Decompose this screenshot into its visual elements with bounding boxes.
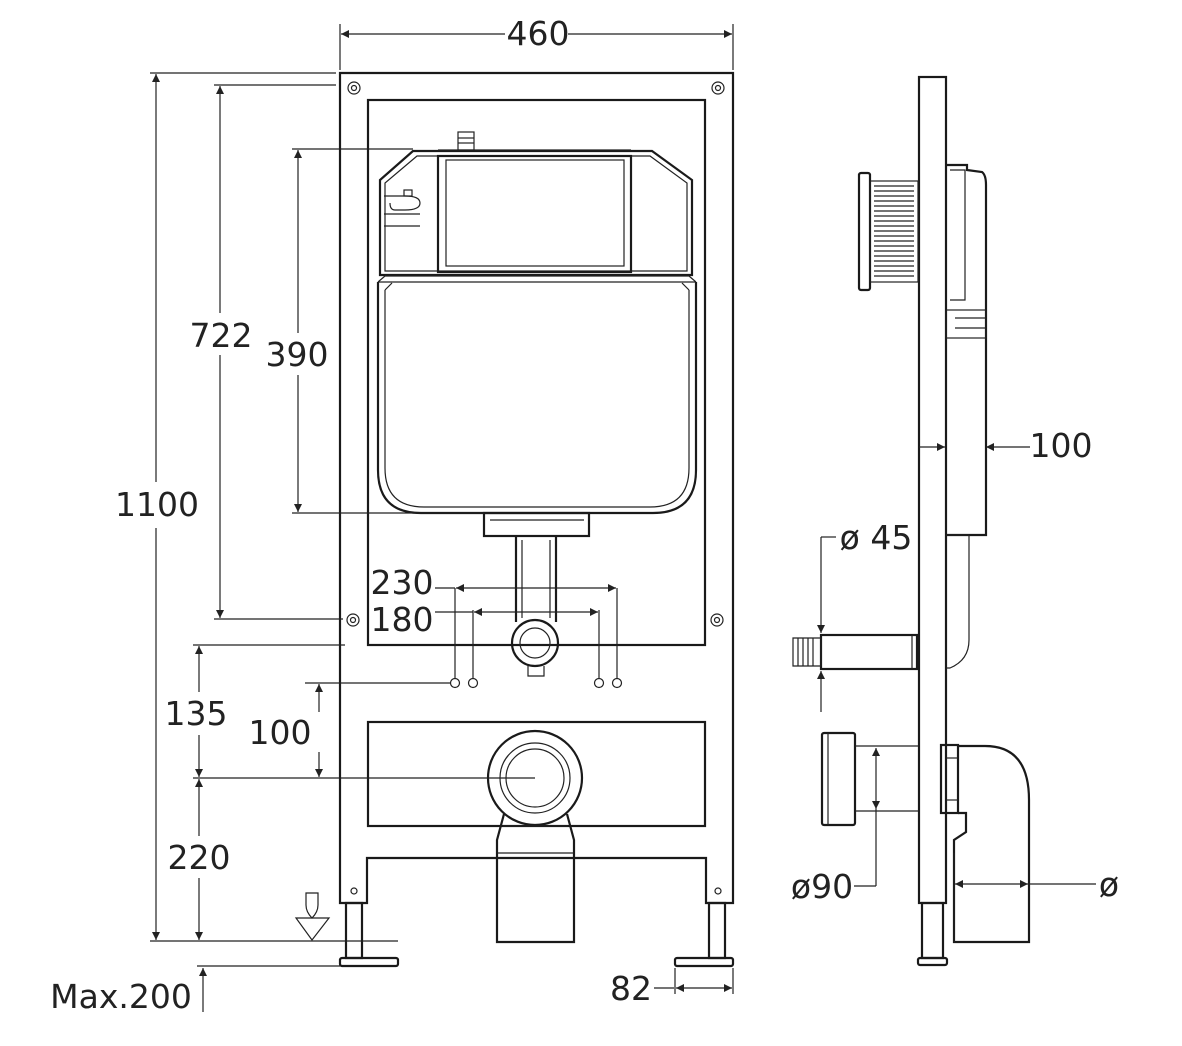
dimension-lines	[150, 24, 734, 1012]
dim-drop-label: 100	[249, 713, 312, 752]
floor-level-icon	[150, 892, 398, 942]
waste-outlet	[486, 729, 584, 944]
dim-flush-diameter-label: ø 45	[840, 518, 913, 557]
dim-outlet-diameter-label: ø90	[791, 867, 853, 906]
waste-pipe-side	[820, 731, 1031, 944]
screw-holes	[346, 81, 725, 895]
cistern	[376, 131, 698, 515]
fixing-holes	[449, 677, 623, 689]
flush-pipe-side	[792, 633, 919, 671]
dim-depth-label: 100	[1030, 426, 1093, 465]
dim-mount-height-label: 722	[190, 316, 253, 355]
dim-foot-label: 82	[610, 969, 652, 1008]
dim-width-label: 460	[507, 14, 570, 53]
dim-max-leg-label: Max.200	[50, 977, 192, 1016]
flush-button	[857, 171, 919, 292]
dim-spacing-outer-label: 230	[371, 563, 434, 602]
dim-outlet-height-label: 220	[168, 838, 231, 877]
legs	[338, 901, 735, 968]
side-dimension-lines	[817, 443, 1096, 888]
dim-overall-height-label: 1100	[115, 485, 199, 524]
flush-pipe	[482, 511, 591, 677]
dim-cistern-height-label: 390	[266, 335, 329, 374]
front-view: 460 1100 722 390 230 180 135 100 220 Max…	[50, 14, 735, 1016]
side-view: 100 ø 45 ø90 ø	[791, 75, 1119, 967]
dim-bend-diameter-label: ø	[1099, 865, 1119, 904]
dim-spacing-inner-label: 180	[371, 600, 434, 639]
dim-pipe-center-label: 135	[165, 694, 228, 733]
